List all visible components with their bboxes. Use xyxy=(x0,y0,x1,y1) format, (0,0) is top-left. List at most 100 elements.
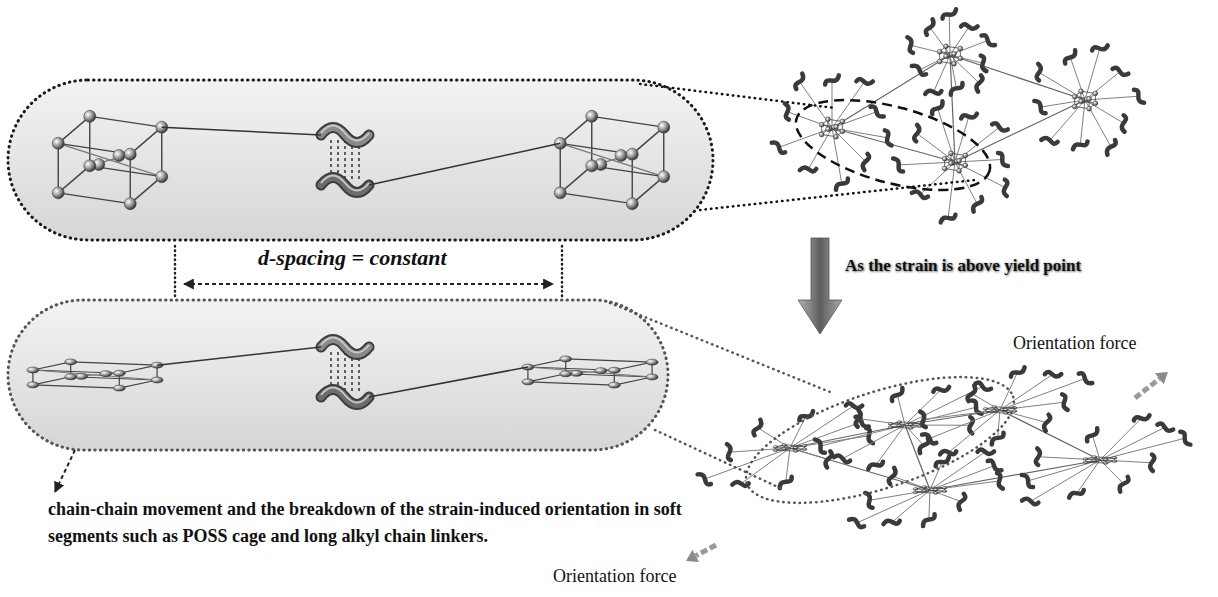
network-spoke xyxy=(930,481,1000,490)
silicon-atom xyxy=(84,110,96,122)
alkyl-chain-end xyxy=(940,215,956,222)
silicon-atom xyxy=(27,367,39,373)
silicon-atom xyxy=(782,447,787,449)
oriented-network xyxy=(698,367,1191,529)
alkyl-chain-end xyxy=(988,458,1002,473)
silicon-atom xyxy=(908,423,913,425)
silicon-atom xyxy=(942,166,947,171)
silicon-atom xyxy=(944,54,949,59)
alkyl-chain-end xyxy=(1034,99,1045,115)
silicon-atom xyxy=(560,356,572,362)
cage-edge xyxy=(71,362,157,365)
alkyl-chain-end xyxy=(751,420,763,435)
silicon-atom xyxy=(608,367,620,373)
alkyl-chain-end xyxy=(1113,65,1129,77)
silicon-atom xyxy=(819,132,824,137)
silicon-atom xyxy=(1092,456,1097,458)
force-shaft xyxy=(1135,379,1159,398)
chain-link xyxy=(157,347,321,365)
cage-edge xyxy=(528,382,614,385)
silicon-atom xyxy=(27,382,39,388)
alkyl-chain-end xyxy=(912,189,928,200)
network-spoke xyxy=(1039,72,1085,100)
alkyl-chain-end xyxy=(849,516,864,529)
alkyl-chain-end xyxy=(870,104,883,119)
network-spoke xyxy=(842,425,905,459)
silicon-atom xyxy=(834,134,839,139)
network-spoke xyxy=(790,436,870,448)
network-spoke xyxy=(1092,435,1100,460)
silicon-atom xyxy=(646,359,658,365)
silicon-atom xyxy=(942,156,947,161)
silicon-atom xyxy=(992,406,997,408)
silicon-atom xyxy=(1012,410,1017,412)
top-capsule xyxy=(8,80,713,240)
silicon-atom xyxy=(586,110,598,122)
silicon-atom xyxy=(1003,412,1008,414)
alkyl-chain-end xyxy=(912,63,926,77)
network-spoke xyxy=(950,55,957,89)
cage-edge xyxy=(33,385,119,388)
alkyl-chain-end xyxy=(1062,394,1068,410)
silicon-atom xyxy=(1112,457,1117,459)
cage-diagonal xyxy=(528,367,652,377)
silicon-atom xyxy=(560,371,572,377)
alkyl-chain-end xyxy=(698,472,711,487)
network-spoke xyxy=(937,108,955,162)
poss-cage xyxy=(913,486,947,495)
unstrained-repeat-unit xyxy=(52,110,670,209)
network-spoke xyxy=(1000,410,1047,423)
alkyl-chain-end xyxy=(965,386,977,402)
network-spoke xyxy=(933,55,950,92)
silicon-atom xyxy=(992,409,997,411)
silicon-atom xyxy=(658,171,670,183)
cage-edge xyxy=(784,444,804,446)
network-spoke xyxy=(892,476,930,490)
alkyl-chain-end xyxy=(785,104,789,120)
poss-cage xyxy=(819,117,844,139)
network-spoke xyxy=(929,490,930,520)
network-spoke xyxy=(1085,71,1120,100)
silicon-atom xyxy=(826,117,831,122)
silicon-atom xyxy=(1072,94,1077,99)
silicon-atom xyxy=(522,379,534,385)
poss-cage xyxy=(888,421,922,430)
force-shaft xyxy=(696,545,716,556)
alkyl-chain-end xyxy=(961,114,977,119)
alkyl-chain-end xyxy=(920,411,926,427)
network-link xyxy=(1000,410,1100,460)
cage-edge xyxy=(924,486,944,488)
zoom-leader xyxy=(640,84,835,108)
network-spoke xyxy=(948,162,955,219)
network-spoke xyxy=(917,133,955,162)
ribbon-highlight xyxy=(321,126,369,141)
poss-cage xyxy=(773,444,807,453)
d-spacing-bracket xyxy=(175,246,562,296)
silicon-atom xyxy=(65,374,77,380)
cage-diagonal xyxy=(940,52,961,59)
silicon-atom xyxy=(897,424,902,426)
alkyl-chain-end xyxy=(846,402,862,410)
cage-edge xyxy=(1094,456,1114,458)
force-label: Orientation force xyxy=(1013,333,1136,354)
silicon-atom xyxy=(819,122,824,127)
alkyl-chain-end xyxy=(793,74,805,89)
zoom-leader xyxy=(610,303,830,392)
alkyl-chain-end xyxy=(1022,473,1033,489)
alkyl-chain-end xyxy=(922,432,936,446)
silicon-atom xyxy=(124,148,136,160)
alkyl-chain-end xyxy=(1085,428,1100,441)
alkyl-chain-end xyxy=(1034,449,1041,465)
alkyl-chain-end xyxy=(971,197,985,212)
alkyl-chain-end xyxy=(912,125,921,141)
silicon-atom xyxy=(1112,460,1117,462)
network-spoke xyxy=(998,410,1000,439)
silicon-atom xyxy=(615,150,627,162)
alkyl-chain-end xyxy=(1079,371,1093,386)
silicon-atom xyxy=(834,124,839,129)
cage-edge xyxy=(994,406,1014,408)
network-spoke xyxy=(955,159,1003,162)
poss-cage xyxy=(1083,456,1117,465)
silicon-atom xyxy=(608,382,620,388)
